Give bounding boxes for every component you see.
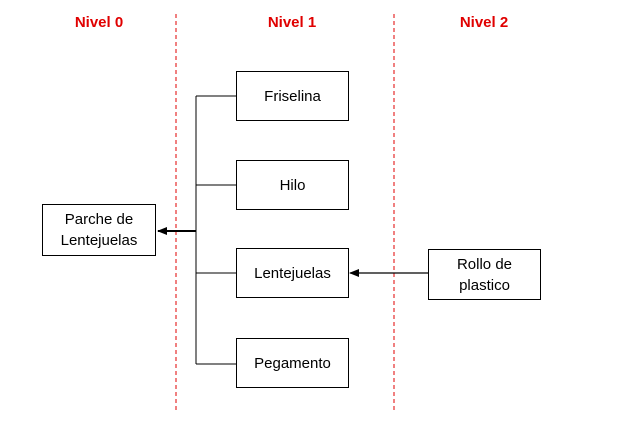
level-2-title: Nivel 2	[459, 14, 509, 31]
node-pegamento: Pegamento	[236, 338, 349, 388]
node-friselina: Friselina	[236, 71, 349, 121]
level-0-title: Nivel 0	[74, 14, 124, 31]
node-lentejuelas: Lentejuelas	[236, 248, 349, 298]
node-rollo-de-plastico: Rollo de plastico	[428, 249, 541, 300]
node-hilo: Hilo	[236, 160, 349, 210]
node-parche-de-lentejuelas: Parche de Lentejuelas	[42, 204, 156, 256]
level-1-title: Nivel 1	[267, 14, 317, 31]
